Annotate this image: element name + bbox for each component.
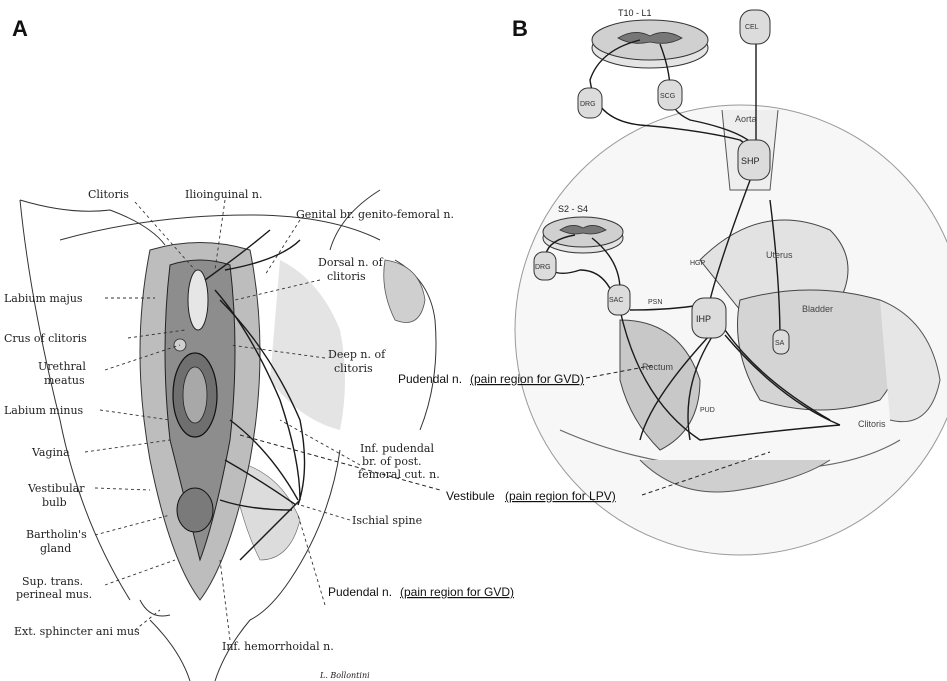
- pudendal-b-note: (pain region for GVD): [470, 372, 584, 386]
- label-inf-pudendal-1: Inf. pudendal: [360, 442, 434, 455]
- label-sa: SA: [775, 340, 785, 347]
- label-psn: PSN: [648, 299, 662, 306]
- label-dorsal-n-2: clitoris: [327, 270, 366, 283]
- label-aorta: Aorta: [735, 114, 757, 124]
- label-ilioinguinal: Ilioinguinal n.: [185, 188, 263, 201]
- label-vestibular-1: Vestibular: [27, 482, 85, 495]
- label-inf-hemorrhoidal: Inf. hemorrhoidal n.: [222, 640, 334, 653]
- label-sac: SAC: [609, 297, 623, 304]
- label-ext-sphincter: Ext. sphincter ani mus: [14, 625, 140, 638]
- callout-pudendal-a: Pudendal n. (pain region for GVD): [328, 585, 514, 599]
- label-inf-pudendal-2: br. of post.: [362, 455, 422, 468]
- label-clitoris: Clitoris: [88, 188, 129, 201]
- label-drg-top: DRG: [580, 101, 596, 108]
- label-s2-s4: S2 - S4: [558, 204, 588, 214]
- vulva-drawing: [140, 243, 260, 601]
- label-sup-trans-1: Sup. trans.: [22, 575, 83, 588]
- vestibule-name: Vestibule: [446, 489, 495, 503]
- panel-a-letter: A: [12, 16, 28, 41]
- panel-a: A: [4, 16, 454, 681]
- label-drg-bottom: DRG: [535, 264, 551, 271]
- callout-vestibule: Vestibule (pain region for LPV): [446, 489, 616, 503]
- label-cel: CEL: [745, 24, 759, 31]
- label-pud: PUD: [700, 407, 715, 414]
- label-vestibular-2: bulb: [42, 496, 67, 509]
- label-urethral-2: meatus: [44, 374, 85, 387]
- label-t10-l1: T10 - L1: [618, 8, 652, 18]
- label-bladder: Bladder: [802, 304, 833, 314]
- label-clitoris-b: Clitoris: [858, 419, 886, 429]
- label-urethral-1: Urethral: [38, 360, 86, 373]
- label-labium-majus: Labium majus: [4, 292, 83, 305]
- callout-pudendal-b: Pudendal n. (pain region for GVD): [398, 372, 584, 386]
- pudendal-a-name: Pudendal n.: [328, 585, 392, 599]
- panel-b-letter: B: [512, 16, 528, 41]
- label-bartholin-1: Bartholin's: [26, 528, 87, 541]
- label-deep-n-1: Deep n. of: [328, 348, 386, 361]
- label-bartholin-2: gland: [40, 542, 71, 555]
- spinal-cord-t10-l1: [592, 20, 708, 68]
- label-ihp: IHP: [696, 314, 711, 324]
- pudendal-b-name: Pudendal n.: [398, 372, 462, 386]
- label-uterus: Uterus: [766, 250, 793, 260]
- label-ischial-spine: Ischial spine: [352, 514, 422, 527]
- label-hgp: HGP: [690, 260, 706, 267]
- label-crus: Crus of clitoris: [4, 332, 87, 345]
- vestibule-note: (pain region for LPV): [505, 489, 616, 503]
- label-dorsal-n-1: Dorsal n. of: [318, 256, 384, 269]
- label-sup-trans-2: perineal mus.: [16, 588, 92, 601]
- spinal-cord-s2-s4: [543, 217, 623, 253]
- label-shp: SHP: [741, 156, 760, 166]
- label-rectum: Rectum: [642, 362, 673, 372]
- artist-signature: L. Bollontini: [319, 671, 370, 680]
- label-vagina: Vagina: [31, 446, 70, 459]
- label-scg: SCG: [660, 93, 675, 100]
- pudendal-a-note: (pain region for GVD): [400, 585, 514, 599]
- label-genital-branch: Genital br. genito-femoral n.: [296, 208, 454, 221]
- label-labium-minus: Labium minus: [4, 404, 84, 417]
- panel-b: B: [512, 8, 947, 555]
- label-deep-n-2: clitoris: [334, 362, 373, 375]
